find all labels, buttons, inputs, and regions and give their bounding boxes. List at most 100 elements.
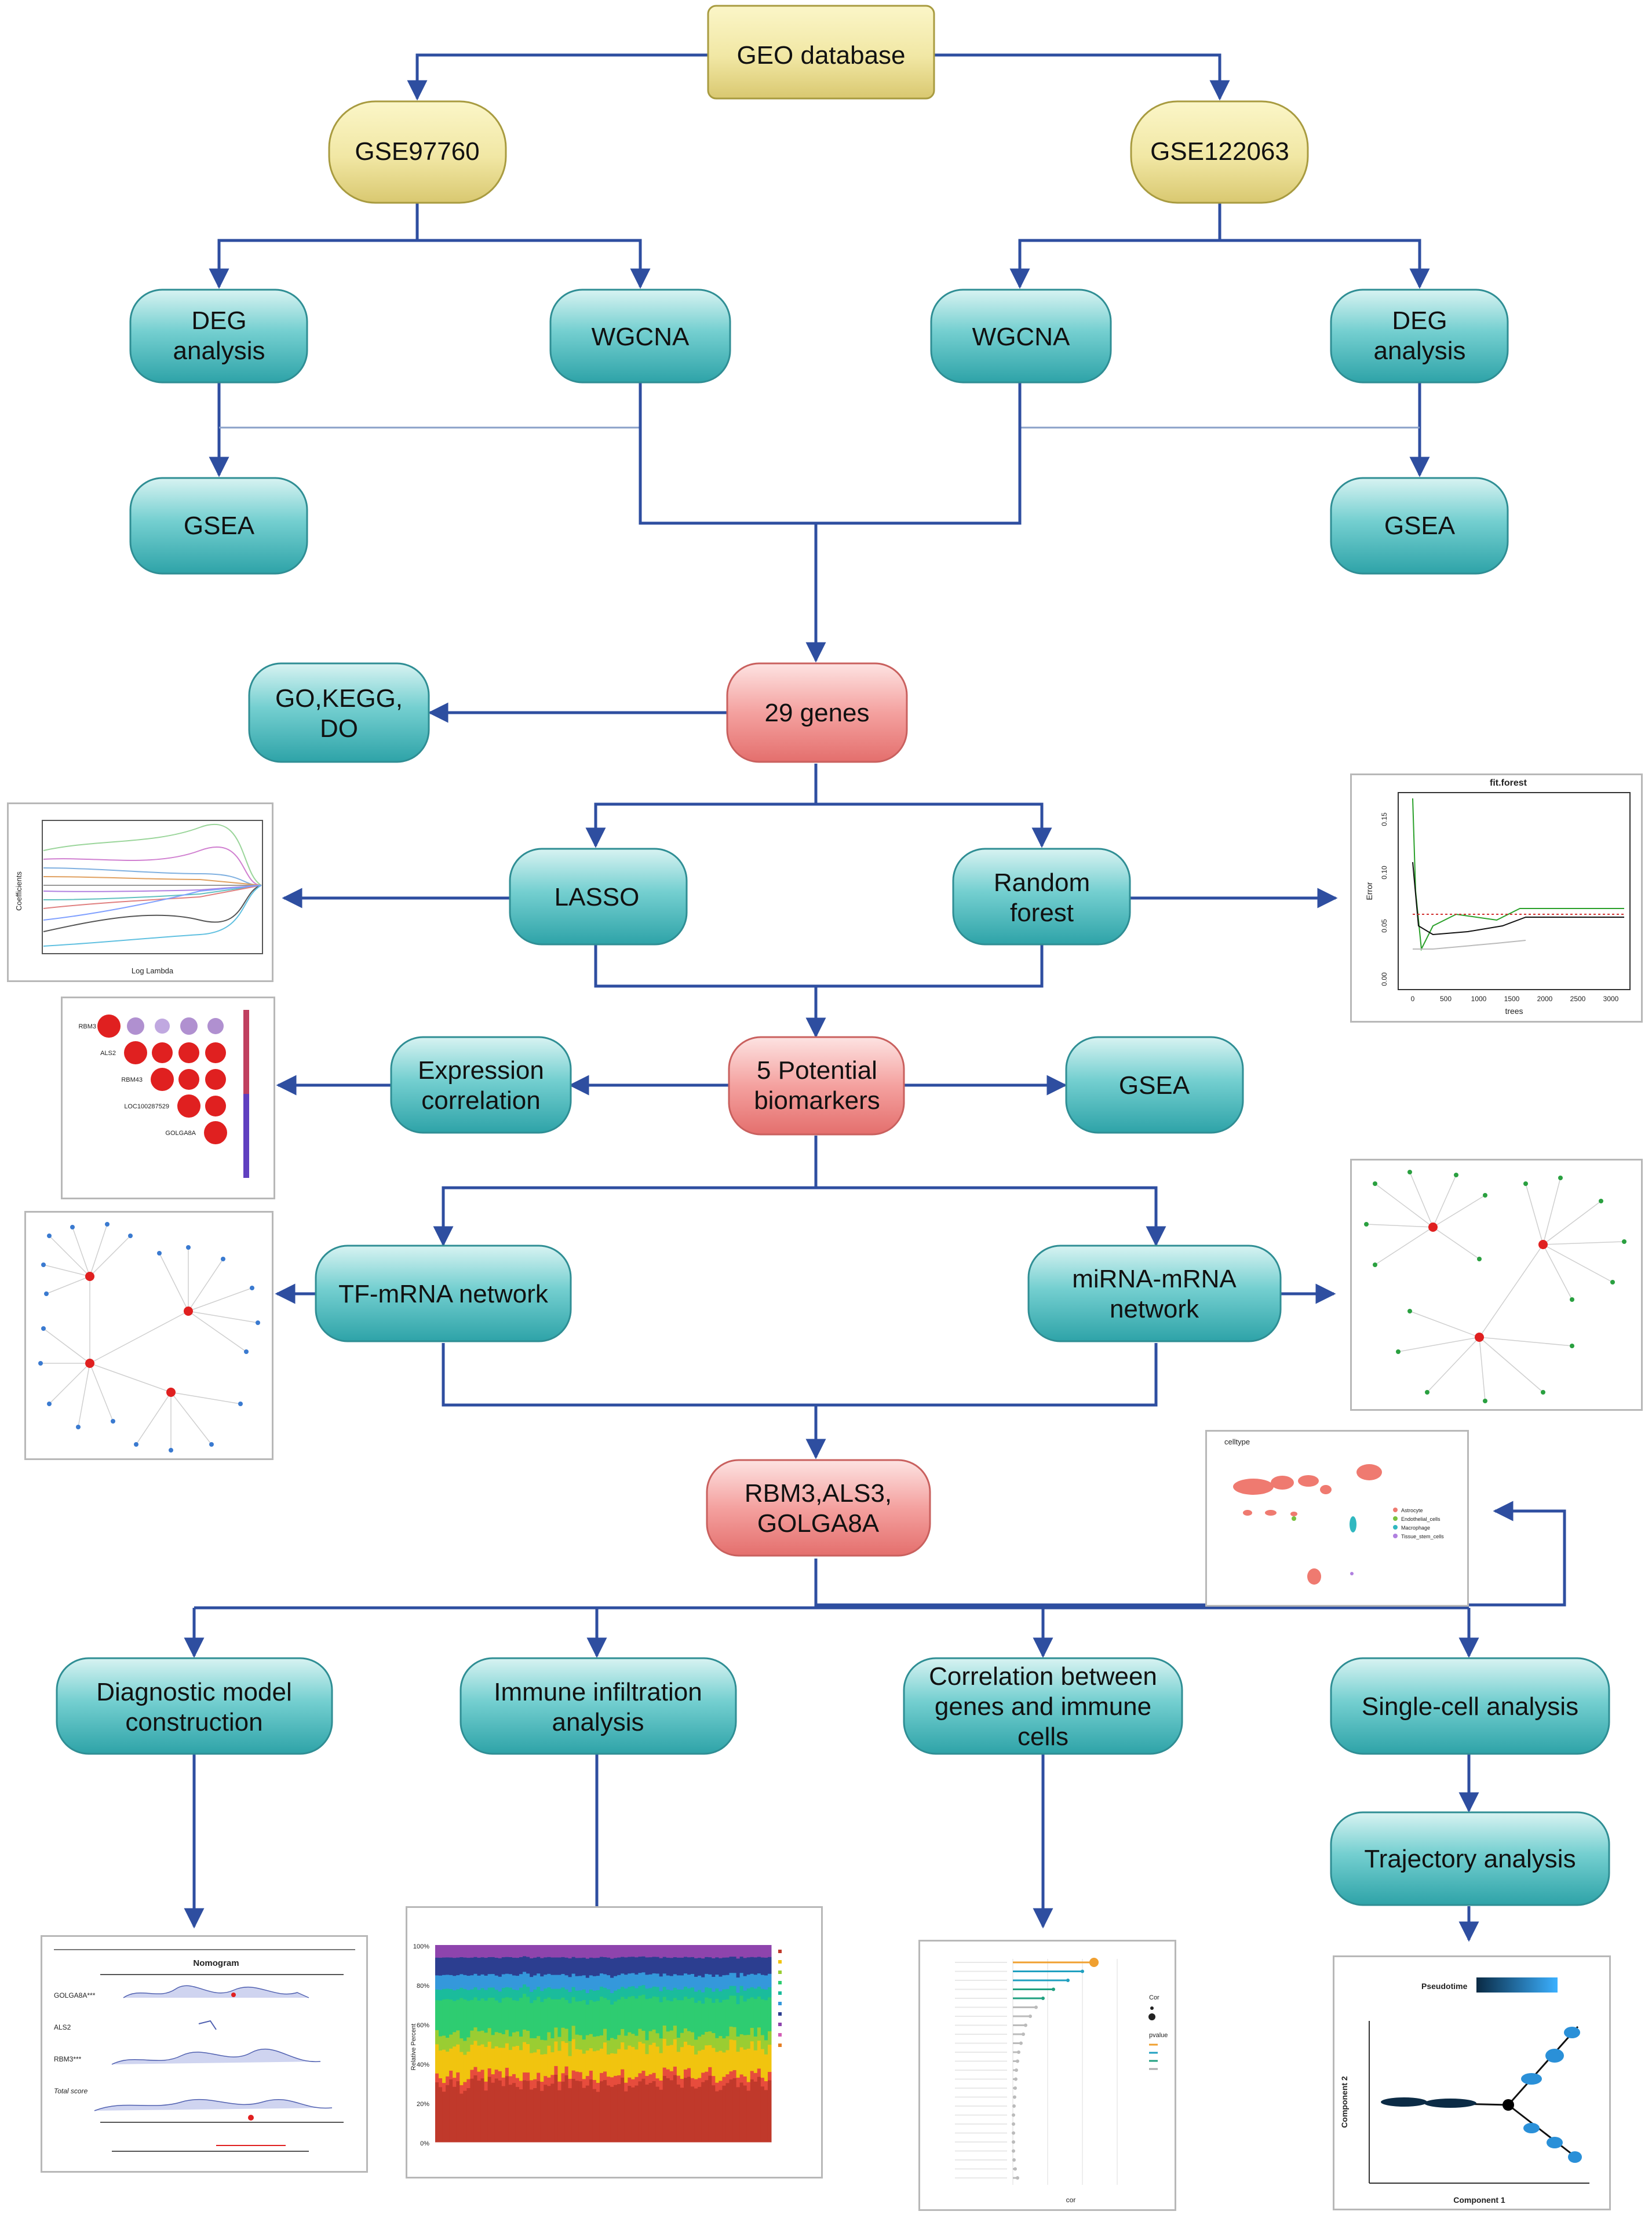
- immune-bar-segment: [554, 1975, 558, 1989]
- immune-bar-segment: [526, 1957, 530, 1974]
- immune-bar-segment: [473, 2027, 477, 2041]
- immune-bar-segment: [568, 2088, 572, 2143]
- immune-bar-segment: [526, 2044, 530, 2073]
- immune-bar-segment: [491, 1987, 495, 1998]
- immune-bar-segment: [568, 2078, 572, 2089]
- immune-bar-segment: [550, 2074, 555, 2084]
- immune-bar-segment: [505, 2067, 509, 2077]
- immune-bar-segment: [641, 2043, 646, 2071]
- immune-bar-segment: [645, 1974, 650, 1989]
- immune-bar-segment: [578, 1990, 583, 2002]
- trajectory-xlabel: Component 1: [1453, 2195, 1505, 2205]
- immune-bar-segment: [557, 2081, 561, 2090]
- immune-bar-segment: [680, 2078, 684, 2088]
- immune-bar-segment: [530, 1945, 534, 1959]
- node-gse97760: GSE97760: [328, 100, 507, 204]
- immune-bar-segment: [659, 2053, 663, 2081]
- immune-bar-segment: [767, 2080, 772, 2143]
- immune-bar-segment: [673, 2025, 677, 2039]
- immune-bar-segment: [683, 1996, 688, 2029]
- immune-bar-segment: [561, 1973, 566, 1988]
- immune-bar-segment: [578, 1945, 583, 1958]
- immune-bar-segment: [757, 1996, 761, 2028]
- immune-bar-segment: [533, 2079, 537, 2089]
- immune-bar-segment: [533, 2052, 537, 2079]
- lasso-plot-thumbnail: Log Lambda Coefficients: [7, 802, 273, 982]
- immune-bar-segment: [683, 2028, 688, 2042]
- immune-bar-segment: [561, 1957, 566, 1975]
- immune-bar-segment: [453, 2077, 457, 2087]
- immune-bar-segment: [624, 1998, 628, 2036]
- immune-bar-segment: [750, 1973, 754, 1987]
- immune-bar-segment: [564, 2028, 569, 2043]
- node-gsea-c-label: GSEA: [1119, 1071, 1190, 1100]
- immune-bar-segment: [767, 1973, 772, 1987]
- lollipop-thumbnail: cor Cor pvalue: [918, 1940, 1176, 2211]
- immune-bar-segment: [537, 1973, 541, 1987]
- immune-bar-segment: [705, 2031, 709, 2046]
- immune-bar-segment: [456, 1988, 460, 2000]
- immune-bar-segment: [575, 2001, 579, 2035]
- node-gsea-b-label: GSEA: [1384, 512, 1456, 540]
- immune-bar-segment: [607, 2040, 611, 2055]
- immune-bar-segment: [698, 1990, 702, 2001]
- immune-bar-segment: [641, 2078, 646, 2143]
- immune-bar-segment: [732, 1995, 737, 2027]
- immune-bar-segment: [719, 2002, 723, 2037]
- immune-bar-segment: [446, 2051, 450, 2077]
- arrow-single-cell-umap: [816, 1501, 1566, 1607]
- lollipop-point: [1081, 1969, 1084, 1973]
- immune-bar-segment: [687, 2031, 691, 2045]
- forest-xtick: 1500: [1504, 995, 1520, 1003]
- lollipop-point: [1019, 2041, 1023, 2045]
- immune-bar-segment: [719, 1945, 723, 1958]
- immune-bar-segment: [589, 2048, 593, 2071]
- node-mirna-mrna-network: miRNA-mRNA network: [1027, 1245, 1282, 1342]
- immune-bar-segment: [652, 1956, 657, 1973]
- immune-bar-segment: [561, 1997, 566, 2028]
- immune-bar-segment: [701, 1992, 705, 2004]
- immune-bar-segment: [487, 1945, 492, 1957]
- immune-bar-segment: [523, 1955, 527, 1972]
- immune-bar-segment: [760, 1999, 765, 2035]
- immune-bar-segment: [456, 1999, 460, 2031]
- immune-bar-segment: [767, 1997, 772, 2031]
- immune-bar-segment: [439, 1975, 443, 1990]
- immune-bar-segment: [446, 2076, 450, 2085]
- immune-bar-segment: [582, 1989, 586, 2001]
- node-wgcna-b-label: WGCNA: [972, 323, 1070, 351]
- immune-bar-segment: [607, 1988, 611, 2000]
- immune-bar-segment: [466, 1945, 471, 1958]
- immune-ytick: 100%: [413, 1943, 429, 1950]
- node-rf-line2: forest: [1010, 899, 1074, 927]
- immune-bar-segment: [683, 2041, 688, 2070]
- forest-plot-thumbnail: fit.forest 0.00 0.05 0.10 0.15 0 500 100…: [1350, 773, 1643, 1023]
- immune-bar-segment: [750, 2027, 754, 2042]
- immune-bar-segment: [547, 1957, 551, 1974]
- immune-bar-segment: [634, 2035, 639, 2050]
- immune-bar-segment: [537, 2049, 541, 2073]
- immune-bar-segment: [631, 1986, 635, 1997]
- immune-bar-segment: [712, 2002, 716, 2033]
- immune-bar-segment: [666, 1989, 670, 2001]
- immune-bar-segment: [484, 2046, 488, 2082]
- immune-bar-segment: [673, 1973, 677, 1988]
- lollipop-point: [1016, 2176, 1019, 2180]
- immune-bar-segment: [561, 2072, 566, 2082]
- immune-bar-segment: [596, 1990, 600, 2001]
- immune-bar-segment: [508, 1987, 513, 1998]
- node-tf-mrna-network: TF-mRNA network: [315, 1245, 572, 1342]
- immune-bar-segment: [743, 1945, 747, 1958]
- immune-bar-segment: [557, 2037, 561, 2051]
- immune-bar-segment: [638, 1956, 642, 1973]
- node-gse122063: GSE122063: [1130, 100, 1309, 204]
- immune-bar-segment: [680, 1989, 684, 2001]
- immune-bar-segment: [460, 2085, 464, 2094]
- immune-bar-segment: [571, 2078, 576, 2143]
- immune-bar-segment: [523, 2080, 527, 2143]
- immune-bar-segment: [725, 2035, 730, 2050]
- immune-bar-segment: [634, 1974, 639, 1988]
- immune-bar-segment: [582, 2053, 586, 2079]
- immune-bar-segment: [439, 1945, 443, 1958]
